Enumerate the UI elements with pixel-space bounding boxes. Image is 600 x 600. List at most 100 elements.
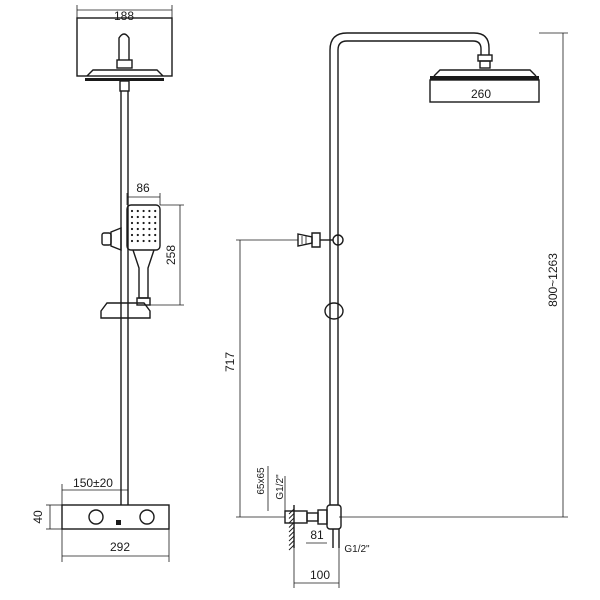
nozzle-dot	[154, 239, 157, 243]
side-slider	[324, 302, 344, 320]
dim-slider-offset: 150±20	[61, 476, 128, 505]
dim-wall-offset: 81	[306, 528, 327, 544]
nozzle-dot	[148, 209, 151, 213]
dim-label-717: 717	[223, 352, 237, 372]
dim-label-188: 188	[114, 9, 134, 23]
side-shower-arm	[329, 32, 493, 505]
front-shower-head	[76, 17, 173, 92]
dim-label-86: 86	[136, 181, 150, 195]
nozzle-dot	[130, 233, 134, 237]
wall-hatch-line	[288, 535, 295, 542]
nozzle-dot	[154, 227, 157, 231]
side-valve-cap	[317, 509, 328, 525]
arm-nut	[477, 54, 493, 62]
dim-handset-height-side: 717	[223, 239, 298, 518]
nozzle-dot	[142, 221, 145, 225]
nozzle-dot	[142, 215, 145, 219]
nozzle-dot	[148, 239, 151, 243]
nozzle-dot	[148, 215, 151, 219]
nozzle-dot	[136, 239, 139, 243]
eccentric-fitting	[284, 510, 308, 524]
side-head-plate	[430, 76, 539, 80]
dim-label-g12-top: G1/2"	[275, 474, 286, 500]
wall-hatch-line	[288, 508, 295, 515]
dim-projection: 100	[293, 548, 340, 588]
wall-hatch-line	[288, 517, 295, 524]
wall-hatch-line	[288, 544, 295, 551]
handset-grip	[132, 249, 155, 299]
head-arm	[118, 33, 130, 60]
dim-label-100: 100	[310, 568, 330, 582]
holder-clamp	[110, 226, 122, 252]
dim-valve-height: 40	[31, 504, 62, 530]
dim-total-height: 800~1263	[339, 32, 568, 518]
nozzle-dot	[154, 221, 157, 225]
nozzle-dot	[154, 215, 157, 219]
handset-nozzle-grid	[130, 209, 157, 243]
side-holder-clamp	[311, 232, 321, 248]
nozzle-dot	[142, 233, 145, 237]
dim-label-81: 81	[310, 528, 324, 542]
nozzle-dot	[148, 233, 151, 237]
nozzle-dot	[136, 227, 139, 231]
nozzle-dot	[130, 239, 134, 243]
wall-hatch-line	[288, 531, 295, 537]
arm-inner	[337, 40, 482, 505]
front-holder-bracket	[101, 226, 122, 252]
dim-eccentric: 65x65 G1/2"	[256, 466, 286, 511]
wall-hatch-line	[288, 522, 295, 528]
nozzle-dot	[142, 209, 145, 213]
side-valve-body	[326, 504, 342, 530]
nozzle-dot	[142, 239, 145, 243]
arm-outer	[329, 32, 490, 505]
handset-head	[126, 204, 161, 251]
nozzle-dot	[148, 221, 151, 225]
wall-hatch-line	[288, 526, 295, 533]
valve-body	[61, 504, 170, 530]
nozzle-dot	[142, 227, 145, 231]
head-connector	[119, 80, 130, 92]
wall-hatch-line	[288, 540, 295, 546]
dim-label-260: 260	[471, 87, 491, 101]
dim-label-g12-bottom: G1/2"	[344, 544, 370, 555]
nozzle-dot	[130, 221, 134, 225]
holder-knob	[101, 232, 112, 246]
side-head-dome	[433, 69, 537, 77]
dim-label-40: 40	[31, 510, 45, 524]
side-head-outline	[429, 79, 540, 103]
dim-valve-width: 292	[61, 529, 170, 562]
dim-label-292: 292	[110, 540, 130, 554]
connector-nut	[306, 512, 319, 522]
side-shower-head: 260	[429, 69, 540, 103]
handset-connector	[136, 297, 151, 306]
dim-label-150: 150±20	[73, 476, 113, 490]
front-slider	[100, 302, 151, 319]
nozzle-dot	[136, 233, 139, 237]
nozzle-dot	[136, 209, 139, 213]
wall-hatch	[288, 508, 295, 551]
side-view: 260 800~1263	[223, 32, 568, 588]
nozzle-dot	[136, 221, 139, 225]
dim-label-65x65: 65x65	[256, 467, 267, 495]
front-thermostatic-valve	[61, 504, 170, 530]
head-plate	[85, 78, 164, 81]
head-ball-joint	[116, 59, 133, 69]
head-outline-box	[76, 17, 173, 77]
nozzle-dot	[136, 215, 139, 219]
dim-label-800-1263: 800~1263	[546, 253, 560, 307]
arm-ball	[479, 60, 491, 69]
front-view: 188 86 258 150±20 40	[31, 5, 184, 562]
valve-right-handle	[139, 509, 155, 525]
dim-label-258: 258	[164, 245, 178, 265]
valve-outlet	[116, 520, 121, 525]
wall-hatch-line	[288, 513, 295, 519]
nozzle-dot	[154, 209, 157, 213]
nozzle-dot	[130, 209, 134, 213]
side-holder	[297, 232, 344, 248]
dim-handset-width: 86	[126, 181, 161, 205]
nozzle-dot	[130, 215, 134, 219]
nozzle-dot	[130, 227, 134, 231]
nozzle-dot	[154, 233, 157, 237]
dim-head-front: 188	[76, 5, 173, 23]
